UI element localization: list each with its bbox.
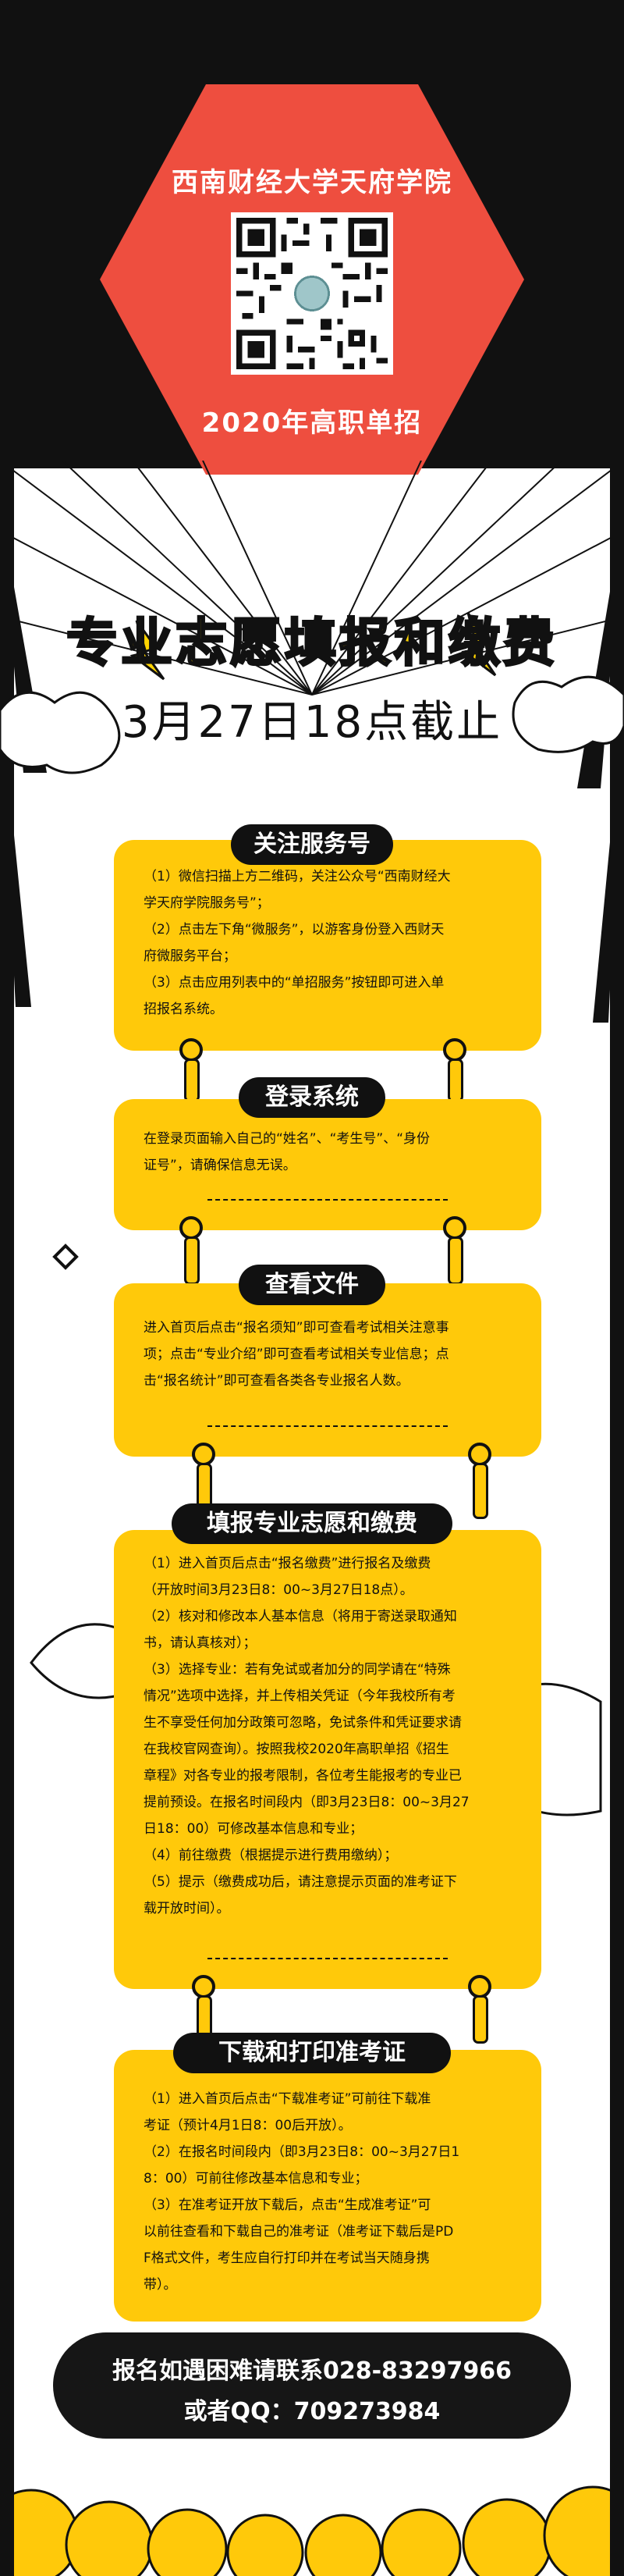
step-line: 生不享受任何加分政策可忽略，免试条件和凭证要求请 [144,1715,462,1731]
step-pill-admission-ticket: 下载和打印准考证 [173,2033,451,2073]
step-card-documents: 进入首页后点击“报名须知”即可查看考试相关注意事 项；点击“专业介绍”即可查看考… [114,1283,541,1457]
chain-link-icon [448,1059,463,1102]
bottom-cloud-decoration [0,2451,624,2576]
contact-banner [53,2332,571,2439]
dashed-divider [207,1425,448,1427]
step-line: 在我校官网查询）。按照我校2020年高职单招《招生 [144,1742,449,1757]
qr-code-graphic [231,212,393,375]
step-line: 载开放时间）。 [144,1901,230,1916]
program-name: 2020年高职单招 [201,407,423,439]
step-line: 以前往查看和下载自己的准考证（准考证下载后是PD [144,2224,454,2240]
step-line: （3）在准考证开放下载后，点击“生成准考证”可 [144,2197,431,2213]
dashed-divider [207,1199,448,1201]
step-line: 章程》对各专业的报考限制，各位考生能报考的专业已 [144,1768,462,1784]
step-pill-follow: 关注服务号 [231,824,393,865]
step-line: 府微服务平台； [144,948,236,964]
step-pill-apply-pay: 填报专业志愿和缴费 [172,1503,452,1544]
chain-link-icon [473,1463,488,1519]
chain-link-icon [448,1236,463,1285]
step-line: （2）在报名时间段内（即3月23日8：00~3月27日1 [144,2144,460,2160]
chain-link-icon [184,1236,200,1285]
contact-qq[interactable]: 或者QQ：709273984 [183,2398,441,2425]
step-card-login: 在登录页面输入自己的“姓名”、“考生号”、“身份 证号”，请确保信息无误。 [114,1099,541,1230]
step-line: （1）进入首页后点击“下载准考证”可前往下载准 [144,2091,431,2107]
step-line: （2）核对和修改本人基本信息（将用于寄送录取通知 [144,1609,457,1624]
step-line: （开放时间3月23日8：00~3月27日18点）。 [144,1582,413,1598]
step-card-admission-ticket: （1）进入首页后点击“下载准考证”可前往下载准 考证（预计4月1日8：00后开放… [114,2050,541,2322]
step-line: 日18：00）可修改基本信息和专业； [144,1821,363,1837]
step-card-apply-pay: （1）进入首页后点击“报名缴费”进行报名及缴费 （开放时间3月23日8：00~3… [114,1530,541,1989]
step-line: （2）点击左下角“微服务”，以游客身份登入西财天 [144,922,445,938]
step-line: （3）点击应用列表中的“单招服务”按钮即可进入单 [144,975,445,991]
step-line: 击“报名统计”即可查看各类各专业报名人数。 [144,1373,410,1389]
step-line: F格式文件，考生应自行打印并在考试当天随身携 [144,2250,430,2266]
step-line: （3）选择专业：若有免试或者加分的同学请在“特殊 [144,1662,451,1678]
chain-ring-icon [179,1038,203,1062]
dashed-divider [207,1958,448,1959]
contact-phone[interactable]: 报名如遇困难请联系028-83297966 [112,2357,512,2385]
step-line: （1）进入首页后点击“报名缴费”进行报名及缴费 [144,1556,431,1571]
chain-link-icon [184,1059,200,1102]
step-line: （1）微信扫描上方二维码，关注公众号“西南财经大 [144,869,451,884]
deadline-title: 3月27日18点截止 [121,697,503,748]
school-name: 西南财经大学天府学院 [172,167,452,198]
main-title: 专业志愿填报和缴费 [66,611,558,674]
step-line: 在登录页面输入自己的“姓名”、“考生号”、“身份 [144,1131,431,1147]
step-pill-documents: 查看文件 [239,1265,385,1305]
step-pill-login: 登录系统 [239,1077,385,1118]
step-line: 8：00）可前往修改基本信息和专业； [144,2171,368,2186]
step-line: 带）。 [144,2277,177,2293]
step-line: （5）提示（缴费成功后，请注意提示页面的准考证下 [144,1874,457,1890]
step-line: 证号”，请确保信息无误。 [144,1158,296,1173]
step-line: 学天府学院服务号”； [144,895,270,911]
step-line: 项；点击“专业介绍”即可查看考试相关专业信息；点 [144,1347,449,1362]
chain-link-icon [473,1995,488,2044]
chain-ring-icon [179,1216,203,1240]
step-line: （4）前往缴费（根据提示进行费用缴纳）； [144,1848,398,1863]
qr-code[interactable] [231,212,393,375]
step-line: 进入首页后点击“报名须知”即可查看考试相关注意事 [144,1320,449,1336]
step-line: 招报名系统。 [144,1002,223,1017]
step-card-follow: （1）微信扫描上方二维码，关注公众号“西南财经大 学天府学院服务号”； （2）点… [114,840,541,1051]
step-line: 情况”选项中选择，并上传相关凭证（今年我校所有考 [144,1688,456,1704]
step-line: 提前预设。在报名时间段内（即3月23日8：00~3月27 [144,1795,470,1810]
step-line: 书，请认真核对）； [144,1635,257,1651]
step-line: 考证（预计4月1日8：00后开放）。 [144,2118,352,2133]
